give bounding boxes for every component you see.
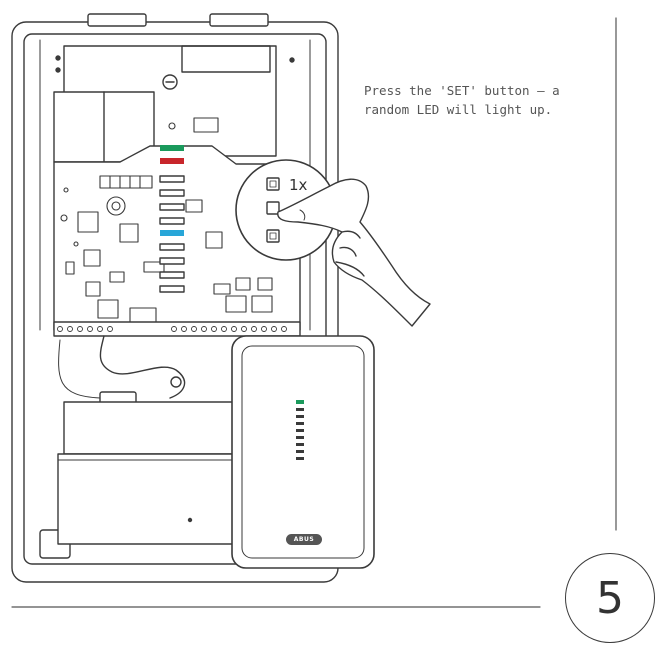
keypad-led-green (296, 400, 304, 404)
led-green (160, 145, 184, 151)
press-count-label: 1x (289, 176, 308, 194)
led-red (160, 158, 184, 164)
step-number-badge: 5 (565, 553, 655, 643)
board-led-column (159, 145, 185, 293)
alarm-panel-housing (11, 13, 339, 583)
keypad-device (231, 335, 375, 569)
step-number: 5 (596, 572, 624, 624)
board-components (60, 117, 273, 335)
button-icon-middle (266, 201, 280, 215)
terminal-screws (57, 326, 287, 332)
brand-logo: ABUS (286, 534, 322, 545)
instruction-text: Press the 'SET' button – a random LED wi… (364, 83, 560, 117)
led-blue (160, 230, 184, 236)
button-icon-bottom (266, 229, 280, 243)
set-button-icon (266, 177, 280, 191)
hand-icon (277, 178, 431, 327)
